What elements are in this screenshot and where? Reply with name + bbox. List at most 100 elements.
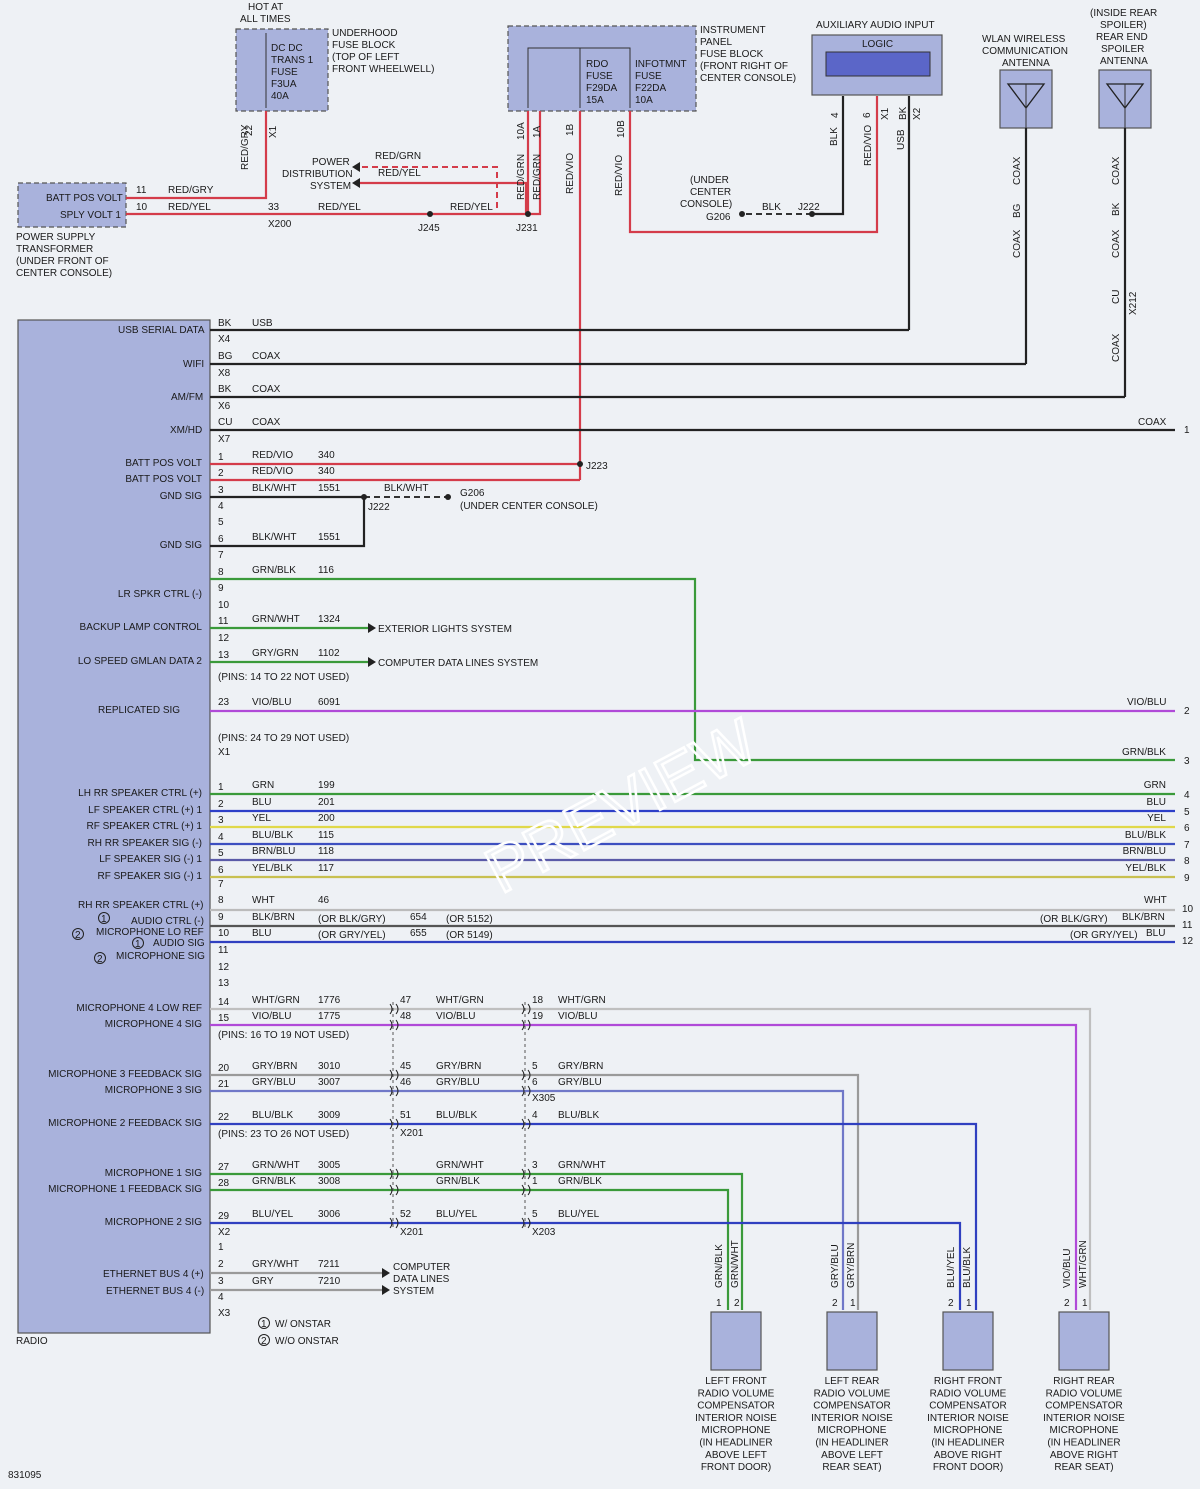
mic-inline-color: GRN/BLK xyxy=(436,1176,480,1187)
x1-pin-color: BLK/WHT xyxy=(252,532,296,543)
mic-unit-name: MICROPHONE xyxy=(818,1425,887,1436)
x1-pin-number: 2 xyxy=(218,468,224,479)
mic-unit-pin2: 1 xyxy=(966,1298,972,1309)
speaker-color: YEL xyxy=(252,813,271,824)
mic-unit-name: ABOVE RIGHT xyxy=(934,1450,1002,1461)
x1-pin-number: 5 xyxy=(218,517,224,528)
legend-num-2: 2 xyxy=(261,1336,267,1347)
pin-label-xmhd: XM/HD xyxy=(170,425,202,436)
or-blkgry: (OR BLK/GRY) xyxy=(318,914,386,925)
mic-inline-pin2: 1 xyxy=(532,1176,538,1187)
underhood-pin: 22 xyxy=(244,124,255,136)
speaker-right-color: YEL xyxy=(1147,813,1166,824)
connector-icon xyxy=(389,1069,399,1081)
mic-inline-pin2: 4 xyxy=(532,1110,538,1121)
connector-icon xyxy=(521,1184,531,1196)
mic-circuit: 3007 xyxy=(318,1077,341,1088)
mic-color: BLU/YEL xyxy=(252,1209,294,1220)
rdo-fuse-line2: FUSE xyxy=(586,71,613,82)
eth-pin-2: 2 xyxy=(218,1259,224,1270)
hot-at-line1: HOT AT xyxy=(248,2,283,13)
aux-color-usb: USB xyxy=(896,129,907,150)
g206-top-label: G206 xyxy=(706,212,731,223)
speaker-label: RF SPEAKER CTRL (+) 1 xyxy=(87,821,203,832)
eth-pin-4: 4 xyxy=(218,1292,224,1303)
radio-x1-power: J223 BLK/WHT G206 (UNDER CENTER CONSOLE)… xyxy=(98,461,1190,767)
mic-unit-name: INTERIOR NOISE xyxy=(927,1413,1009,1424)
x1-pin-color: GRN/WHT xyxy=(252,614,300,625)
ipfb-line4: (FRONT RIGHT OF xyxy=(700,61,788,72)
speaker-label: RH RR SPEAKER SIG (-) xyxy=(88,838,202,849)
pin-8b: 8 xyxy=(218,895,224,906)
wlan-antenna: WLAN WIRELESS COMMUNICATION ANTENNA xyxy=(982,34,1068,129)
pin-11: 11 xyxy=(218,945,229,956)
mic-wire xyxy=(210,1073,860,1310)
pin-amfm: BK xyxy=(218,384,232,395)
lr-right-color: GRN/BLK xyxy=(1122,747,1166,758)
speaker-pin: 5 xyxy=(218,848,224,859)
pin-wifi: BG xyxy=(218,351,233,362)
aux-pin-bk: BK xyxy=(898,106,909,120)
or-5149: (OR 5149) xyxy=(446,930,493,941)
mic-unit-pin1: 1 xyxy=(716,1298,722,1309)
mic-inline-pin: 46 xyxy=(400,1077,412,1088)
x200-label: X200 xyxy=(268,219,292,230)
spoiler-coax-1: COAX xyxy=(1111,156,1122,185)
wlan-bg: BG xyxy=(1012,203,1023,218)
pst-pin-label2: SPLY VOLT 1 xyxy=(60,210,121,221)
x1-pin-color: BLK/WHT xyxy=(252,483,296,494)
dcdc-fuse-line2: TRANS 1 xyxy=(271,55,314,66)
speaker-ref: 5 xyxy=(1184,807,1190,818)
x200-pin: 33 xyxy=(268,202,280,213)
wlan-line2: COMMUNICATION xyxy=(982,46,1068,57)
ipfb-color-1b: RED/VIO xyxy=(565,153,576,194)
connector-icon xyxy=(521,1085,531,1097)
microphone-rows: (PINS: 16 TO 19 NOT USED) (PINS: 23 TO 2… xyxy=(48,995,606,1238)
spoiler-coax-3: COAX xyxy=(1111,333,1122,362)
ref-12: 12 xyxy=(1182,936,1194,947)
x1-pin-label: GND SIG xyxy=(160,491,202,502)
ref-1: 1 xyxy=(1184,425,1190,436)
under-console-line3: CONSOLE) xyxy=(680,199,732,210)
mic-wire xyxy=(210,1221,962,1310)
mic-inline-color: VIO/BLU xyxy=(436,1011,475,1022)
x1-pin-label: BATT POS VOLT xyxy=(125,458,202,469)
speaker-label: LH RR SPEAKER CTRL (+) xyxy=(78,788,202,799)
mic-label: MICROPHONE 4 LOW REF xyxy=(76,1003,202,1014)
mic-unit-name: COMPENSATOR xyxy=(1045,1401,1122,1412)
conn-x8: X8 xyxy=(218,368,231,379)
mic-unit-name: LEFT REAR xyxy=(825,1376,880,1387)
ipfb-pin-10b: 10B xyxy=(616,120,627,138)
mic-color: GRY/BLU xyxy=(252,1077,296,1088)
mic-unit-pin1: 2 xyxy=(1064,1298,1070,1309)
mic-unit-name: (IN HEADLINER xyxy=(931,1438,1004,1449)
mic-inline-color2: VIO/BLU xyxy=(558,1011,597,1022)
underhood-line3: (TOP OF LEFT xyxy=(332,52,399,63)
underhood-line2: FUSE BLOCK xyxy=(332,40,396,51)
under-console-line1: (UNDER xyxy=(690,175,729,186)
radio-top-connectors: USB SERIAL DATA BK USB X4 WIFI BG COAX X… xyxy=(118,318,1190,445)
pd-line1: POWER xyxy=(312,157,350,168)
mic-pin: 27 xyxy=(218,1162,230,1173)
mic-label: MICROPHONE 1 SIG xyxy=(105,1168,202,1179)
mic-unit-wire2: BLU/BLK xyxy=(962,1247,973,1288)
x1-pin-number: 8 xyxy=(218,567,224,578)
color-amfm: COAX xyxy=(252,384,281,395)
x1-pin-number: 9 xyxy=(218,583,224,594)
speaker-ref: 7 xyxy=(1184,840,1190,851)
underhood-wire-color: RED/GRY xyxy=(240,124,251,170)
wlan-line3: ANTENNA xyxy=(1002,58,1050,69)
ipfb-line1: INSTRUMENT xyxy=(700,25,766,36)
x1-pin-number: 4 xyxy=(218,501,224,512)
replicated-label: REPLICATED SIG xyxy=(98,705,180,716)
mic-inline-color: BLU/YEL xyxy=(436,1209,478,1220)
connector-icon xyxy=(521,1118,531,1130)
ipfb-line3: FUSE BLOCK xyxy=(700,49,764,60)
spoiler-line3: REAR END xyxy=(1096,32,1148,43)
connector-icon xyxy=(389,1184,399,1196)
underhood-conn: X1 xyxy=(268,125,279,138)
mic-pin: 22 xyxy=(218,1112,230,1123)
